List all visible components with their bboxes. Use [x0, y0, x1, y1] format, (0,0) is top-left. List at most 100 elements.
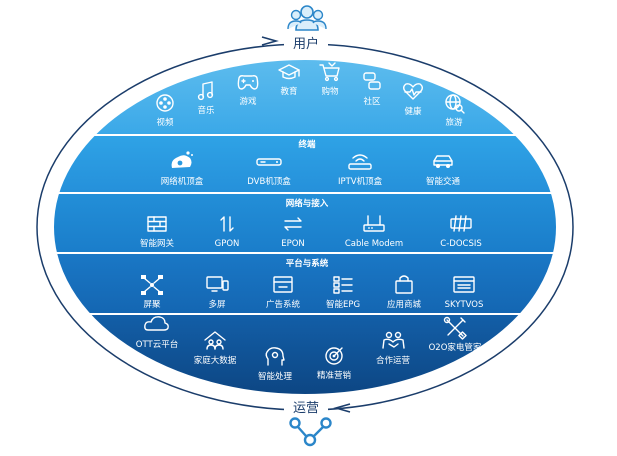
car-icon	[433, 155, 453, 168]
ops-precision-marketing: 精准营销	[317, 347, 352, 381]
terminal-label: DVB机顶盒	[247, 176, 291, 187]
terminal-network-stb: 网络机顶盒	[161, 151, 204, 187]
network-title: 网络与接入	[286, 198, 329, 209]
network-c-docsis: C-DOCSIS	[440, 215, 482, 249]
epg-list-icon	[333, 276, 353, 294]
platform-skytvos: SKYTVOS	[445, 276, 484, 310]
multi-screen-icon	[206, 276, 229, 292]
platform-label: 广告系统	[266, 299, 301, 310]
partnership-icon	[382, 331, 405, 349]
terminal-iptv-stb: IPTV机顶盒	[338, 154, 383, 187]
terminal-dvb-stb: DVB机顶盒	[247, 158, 291, 187]
terminal-label: 网络机顶盒	[161, 176, 204, 187]
bottom-label-mask	[284, 397, 328, 417]
top-label: 用户	[293, 36, 319, 52]
service-label: 教育	[280, 86, 297, 97]
house-people-icon	[204, 331, 226, 350]
terminal-smart-traffic: 智能交通	[426, 155, 460, 187]
service-video: 视频	[156, 94, 174, 128]
platform-label: 屏聚	[143, 300, 161, 310]
service-label: 视频	[156, 117, 174, 128]
chat-bubbles-icon	[363, 72, 381, 90]
set-top-box-icon	[171, 151, 193, 168]
gamepad-icon	[237, 75, 259, 90]
terminal-title: 终端	[297, 139, 316, 150]
ops-home-big-data: 家庭大数据	[194, 331, 237, 366]
network-label: C-DOCSIS	[440, 239, 481, 249]
globe-search-icon	[445, 94, 465, 114]
cmts-icon	[450, 215, 472, 232]
ops-smart-processing: 智能处理	[258, 347, 293, 382]
graduation-cap-icon	[278, 64, 300, 80]
target-icon	[325, 347, 343, 365]
service-label: 旅游	[445, 117, 463, 128]
brain-head-icon	[265, 347, 285, 366]
ops-label: 家庭大数据	[194, 355, 237, 366]
shopping-cart-icon	[319, 62, 340, 82]
service-education: 教育	[278, 64, 300, 97]
platform-label: 多屏	[208, 299, 226, 310]
services-band	[53, 59, 557, 135]
arrows-horizontal-icon	[284, 217, 302, 231]
ad-box-icon	[273, 276, 293, 293]
network-cable-modem: Cable Modem	[345, 215, 403, 249]
dvb-box-icon	[256, 158, 282, 166]
ops-ott-cloud: OTT云平台	[136, 316, 178, 350]
platform-smart-epg: 智能EPG	[326, 276, 360, 310]
cloud-icon	[144, 316, 169, 331]
firewall-icon	[147, 216, 167, 232]
ops-label: 智能处理	[258, 371, 293, 382]
platform-title: 平台与系统	[286, 258, 329, 269]
network-smart-gateway: 智能网关	[140, 216, 175, 249]
platform-label: SKYTVOS	[445, 300, 484, 310]
platform-label: 智能EPG	[326, 299, 360, 310]
arrows-vertical-icon	[220, 216, 234, 232]
ops-label: 精准营销	[317, 370, 352, 381]
users-icon	[287, 5, 327, 31]
cycle-arrow-top	[261, 36, 279, 46]
platform-label: 应用商城	[387, 299, 422, 310]
ops-label: OTT云平台	[136, 339, 178, 350]
terminal-label: IPTV机顶盒	[338, 176, 383, 187]
ops-label: 合作运营	[376, 355, 410, 366]
top-label-mask	[284, 32, 328, 52]
os-window-icon	[453, 276, 475, 293]
service-health: 健康	[403, 83, 423, 117]
network-label: GPON	[215, 239, 240, 249]
modem-icon	[363, 215, 385, 232]
platform-band	[53, 253, 557, 314]
network-band	[53, 193, 557, 253]
service-label: 购物	[321, 86, 339, 97]
screen-cluster-icon	[141, 275, 163, 295]
network-gpon: GPON	[215, 216, 240, 249]
heart-pulse-icon	[403, 83, 423, 100]
network-label: Cable Modem	[345, 239, 403, 249]
ops-cooperative-operation: 合作运营	[376, 331, 410, 366]
service-label: 游戏	[239, 96, 257, 107]
service-travel: 旅游	[445, 94, 465, 128]
wifi-box-icon	[348, 154, 372, 170]
film-reel-icon	[156, 94, 174, 112]
network-epon: EPON	[281, 217, 305, 249]
platform-ad-system: 广告系统	[266, 276, 301, 310]
layers	[53, 59, 557, 395]
service-label: 音乐	[197, 105, 215, 116]
music-note-icon	[197, 81, 214, 101]
platform-screen-cluster: 屏聚	[141, 275, 163, 310]
ops-o2o-appliance: O2O家电管家	[429, 316, 482, 353]
bottom-label: 运营	[293, 401, 319, 416]
network-nodes-icon	[289, 417, 332, 447]
terminal-band	[53, 135, 557, 193]
network-label: 智能网关	[140, 238, 175, 249]
operations-band	[53, 314, 557, 395]
service-community: 社区	[363, 72, 381, 107]
service-label: 社区	[363, 96, 381, 107]
platform-app-store: 应用商城	[387, 275, 422, 310]
network-label: EPON	[281, 239, 305, 249]
shopping-bag-icon	[395, 275, 413, 294]
service-label: 健康	[404, 106, 422, 117]
tools-icon	[443, 316, 467, 340]
ops-label: O2O家电管家	[429, 342, 482, 353]
